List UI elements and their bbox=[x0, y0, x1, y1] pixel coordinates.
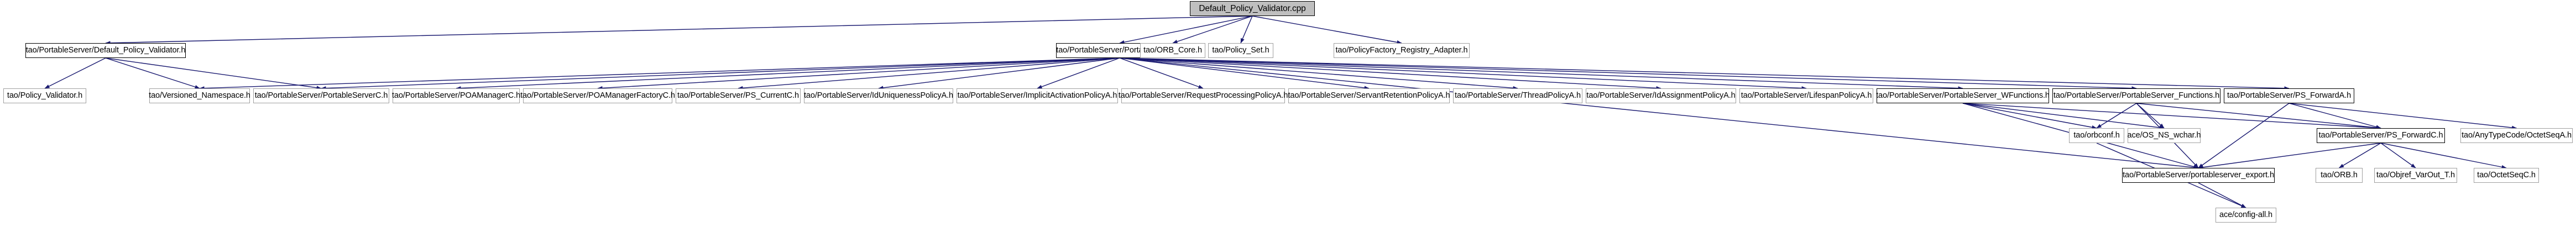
graph-node-n11[interactable]: tao/PortableServer/PS_CurrentC.h bbox=[676, 88, 801, 103]
graph-edge bbox=[105, 57, 200, 89]
graph-node-label: tao/PortableServer/ImplicitActivationPol… bbox=[957, 91, 1117, 101]
graph-node-n23[interactable]: ace/OS_NS_wchar.h bbox=[2128, 128, 2201, 143]
graph-node-n14[interactable]: tao/PortableServer/RequestProcessingPoli… bbox=[1118, 88, 1288, 103]
graph-edge bbox=[2339, 142, 2381, 168]
graph-edge bbox=[105, 15, 1253, 45]
graph-node-n7[interactable]: tao/Versioned_Namespace.h bbox=[149, 88, 250, 103]
graph-node-n22[interactable]: tao/orbconf.h bbox=[2069, 128, 2124, 143]
graph-node-label: tao/AnyTypeCode/OctetSeqA.h bbox=[2462, 131, 2572, 140]
graph-edge bbox=[1252, 15, 1402, 44]
graph-node-label: tao/Versioned_Namespace.h bbox=[149, 91, 250, 101]
graph-node-label: tao/PortableServer/PortableServer_WFunct… bbox=[1876, 91, 2050, 101]
graph-node-label: tao/ORB_Core.h bbox=[1143, 46, 1202, 55]
graph-node-label: tao/PortableServer/PS_ForwardA.h bbox=[2227, 91, 2352, 101]
graph-node-n18[interactable]: tao/PortableServer/LifespanPolicyA.h bbox=[1739, 88, 1873, 103]
graph-node-n19[interactable]: tao/PortableServer/PortableServer_WFunct… bbox=[1876, 88, 2050, 103]
graph-edge bbox=[1119, 57, 2290, 91]
graph-edge bbox=[597, 57, 1120, 90]
graph-node-label: Default_Policy_Validator.cpp bbox=[1199, 3, 1306, 13]
graph-node-label: ace/config-all.h bbox=[2219, 210, 2272, 220]
graph-node-label: tao/PortableServer/ThreadPolicyA.h bbox=[1455, 91, 1581, 101]
graph-edge bbox=[2380, 142, 2416, 168]
graph-node-n9[interactable]: tao/PortableServer/POAManagerC.h bbox=[391, 88, 521, 103]
graph-node-label: tao/PortableServer/IdUniquenessPolicyA.h bbox=[803, 91, 954, 101]
graph-node-label: tao/Objref_VarOut_T.h bbox=[2376, 171, 2455, 180]
graph-edge bbox=[1119, 57, 1204, 89]
graph-edge bbox=[2096, 103, 2137, 129]
graph-node-n6[interactable]: tao/Policy_Validator.h bbox=[3, 88, 86, 103]
graph-node-n21[interactable]: tao/PortableServer/PS_ForwardA.h bbox=[2224, 88, 2354, 103]
graph-edge bbox=[1119, 57, 2199, 170]
graph-edge bbox=[1119, 57, 1370, 90]
graph-node-n8[interactable]: tao/PortableServer/PortableServerC.h bbox=[253, 88, 389, 103]
graph-node-label: tao/Policy_Validator.h bbox=[7, 91, 83, 101]
graph-node-n15[interactable]: tao/PortableServer/ServantRetentionPolic… bbox=[1288, 88, 1450, 103]
graph-node-label: ace/OS_NS_wchar.h bbox=[2127, 131, 2201, 140]
graph-node-label: tao/PolicyFactory_Registry_Adapter.h bbox=[1335, 46, 1468, 55]
graph-edge bbox=[1119, 57, 1518, 90]
graph-node-n24[interactable]: tao/PortableServer/PS_ForwardC.h bbox=[2317, 128, 2445, 143]
graph-node-label: tao/PortableServer/POAManagerC.h bbox=[391, 91, 521, 101]
graph-node-label: tao/PortableServer/PortableServer_Functi… bbox=[2053, 91, 2220, 101]
graph-node-n10[interactable]: tao/PortableServer/POAManagerFactoryC.h bbox=[520, 88, 675, 103]
graph-edge bbox=[105, 57, 322, 90]
graph-node-label: tao/PortableServer/PS_ForwardC.h bbox=[2318, 131, 2443, 140]
graph-node-label: tao/PortableServer/LifespanPolicyA.h bbox=[1741, 91, 1872, 101]
graph-node-label: tao/PortableServer/ServantRetentionPolic… bbox=[1288, 91, 1450, 101]
graph-edge bbox=[199, 57, 1120, 91]
graph-edge bbox=[321, 57, 1120, 91]
graph-node-n16[interactable]: tao/PortableServer/ThreadPolicyA.h bbox=[1453, 88, 1582, 103]
graph-node-label: tao/PortableServer/Default_Policy_Valida… bbox=[25, 46, 186, 55]
graph-node-label: tao/orbconf.h bbox=[2073, 131, 2120, 140]
graph-edge bbox=[456, 57, 1120, 91]
graph-edge bbox=[1119, 57, 2137, 91]
graph-node-n17[interactable]: tao/PortableServer/IdAssignmentPolicyA.h bbox=[1586, 88, 1736, 103]
graph-node-label: tao/PortableServer/PS_CurrentC.h bbox=[677, 91, 800, 101]
graph-edge bbox=[1037, 57, 1120, 89]
graph-edge bbox=[1962, 103, 2165, 130]
graph-node-n3[interactable]: tao/ORB_Core.h bbox=[1140, 43, 1205, 58]
graph-edge bbox=[1962, 103, 2097, 129]
graph-node-n1[interactable]: tao/PortableServer/Default_Policy_Valida… bbox=[25, 43, 186, 58]
graph-edge bbox=[2380, 142, 2507, 169]
graph-edge bbox=[2198, 103, 2290, 168]
graph-node-n26[interactable]: tao/PortableServer/portableserver_export… bbox=[2122, 168, 2275, 183]
graph-node-n4[interactable]: tao/Policy_Set.h bbox=[1208, 43, 1273, 58]
graph-edge bbox=[738, 57, 1120, 90]
graph-node-n25[interactable]: tao/AnyTypeCode/OctetSeqA.h bbox=[2460, 128, 2573, 143]
graph-edge bbox=[44, 57, 106, 89]
graph-node-label: tao/Policy_Set.h bbox=[1212, 46, 1269, 55]
graph-node-label: tao/PortableServer/portableserver_export… bbox=[2123, 171, 2274, 180]
graph-edge bbox=[1119, 57, 1807, 91]
graph-edge bbox=[878, 57, 1120, 90]
graph-edge bbox=[1119, 57, 1963, 91]
graph-node-n0[interactable]: Default_Policy_Validator.cpp bbox=[1190, 1, 1315, 16]
graph-node-label: tao/PortableServer/PortableServerC.h bbox=[254, 91, 388, 101]
graph-edge bbox=[2288, 103, 2381, 129]
graph-node-label: tao/ORB.h bbox=[2321, 171, 2358, 180]
graph-edge bbox=[1172, 15, 1253, 44]
graph-node-n30[interactable]: ace/config-all.h bbox=[2216, 208, 2276, 223]
graph-edge bbox=[1119, 15, 1253, 44]
graph-node-n20[interactable]: tao/PortableServer/PortableServer_Functi… bbox=[2052, 88, 2220, 103]
graph-edge bbox=[2288, 103, 2517, 130]
graph-node-label: tao/OctetSeqC.h bbox=[2477, 171, 2536, 180]
graph-edge bbox=[2136, 103, 2381, 130]
graph-node-n12[interactable]: tao/PortableServer/IdUniquenessPolicyA.h bbox=[804, 88, 953, 103]
graph-edge bbox=[1962, 103, 2381, 130]
graph-node-n13[interactable]: tao/PortableServer/ImplicitActivationPol… bbox=[957, 88, 1118, 103]
graph-node-n27[interactable]: tao/ORB.h bbox=[2316, 168, 2363, 183]
graph-node-n28[interactable]: tao/Objref_VarOut_T.h bbox=[2374, 168, 2457, 183]
graph-edge bbox=[1240, 15, 1253, 44]
graph-edge bbox=[1119, 57, 1661, 91]
graph-edge bbox=[2198, 182, 2246, 208]
graph-node-label: tao/PortableServer/RequestProcessingPoli… bbox=[1118, 91, 1288, 101]
graph-edge bbox=[2198, 142, 2381, 170]
graph-node-n5[interactable]: tao/PolicyFactory_Registry_Adapter.h bbox=[1334, 43, 1470, 58]
graph-node-label: tao/PortableServer/POAManagerFactoryC.h bbox=[520, 91, 675, 101]
graph-node-n29[interactable]: tao/OctetSeqC.h bbox=[2474, 168, 2539, 183]
graph-edge bbox=[2136, 103, 2165, 129]
graph-node-label: tao/PortableServer/IdAssignmentPolicyA.h bbox=[1586, 91, 1736, 101]
